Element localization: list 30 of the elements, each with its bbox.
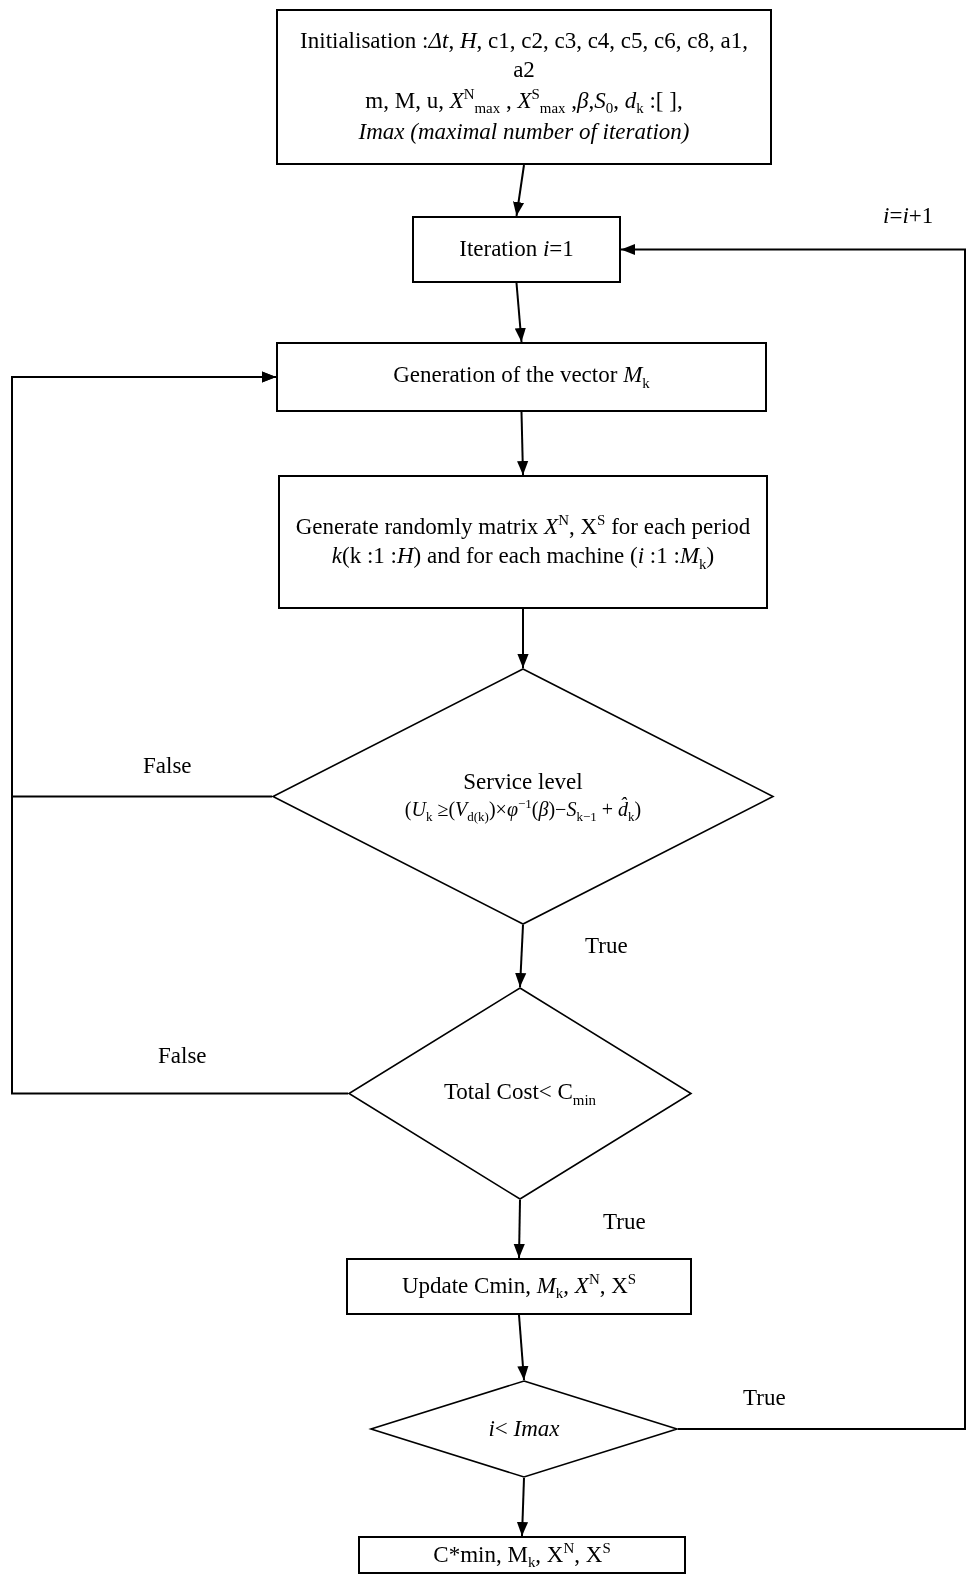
node-text: m, M, u, X$^{N}$$_{max}$ , X$^{S}$$_{max}$ ,β,S$_{0}$, d$_{k}$ :[ ], <box>365 84 683 118</box>
arrow <box>517 1314 529 1381</box>
process-box <box>346 1258 692 1315</box>
decision-diamond <box>272 668 774 925</box>
node-text: Iteration i=1 <box>459 235 574 264</box>
arrow <box>517 411 529 476</box>
process-box <box>412 216 621 283</box>
arrow <box>11 371 349 1095</box>
node-text: Generation of the vector M$_{k}$ <box>393 361 650 393</box>
arrow <box>620 243 966 1430</box>
arrow <box>517 608 529 669</box>
node-text: C*min, M$_{k}$, X$^{N}$, X$^{S}$ <box>433 1538 611 1572</box>
arrow <box>516 1477 529 1537</box>
node-text: i< Imax <box>488 1414 560 1443</box>
process-box <box>278 475 768 609</box>
arrow <box>513 164 525 217</box>
decision-diamond <box>348 987 692 1200</box>
node-text: Imax (maximal number of iteration) <box>358 117 690 146</box>
node-text: Total Cost< C$_{min}$ <box>443 1077 597 1110</box>
node-text: Service level <box>463 767 583 796</box>
node-text: Generate randomly matrix X$^{N}$, X$^{S}$ for each period k(k :1 :H) and for each machine (i :1 :M$_{k}$) <box>294 511 752 573</box>
process-box <box>358 1536 686 1574</box>
decision-diamond <box>370 1380 678 1478</box>
process-box <box>276 342 767 412</box>
node-text: Update Cmin, M$_{k}$, X$^{N}$, X$^{S}$ <box>401 1270 637 1303</box>
arrow <box>515 924 527 988</box>
formula-text: (U$_{k}$ ≥(V$_{d(k)}$)×φ$^{−1}$(β)−S$_{k−1}$ + d̂$_{k}$) <box>404 796 642 826</box>
arrow <box>513 1199 525 1259</box>
arrow <box>514 282 526 343</box>
process-box <box>276 9 772 165</box>
